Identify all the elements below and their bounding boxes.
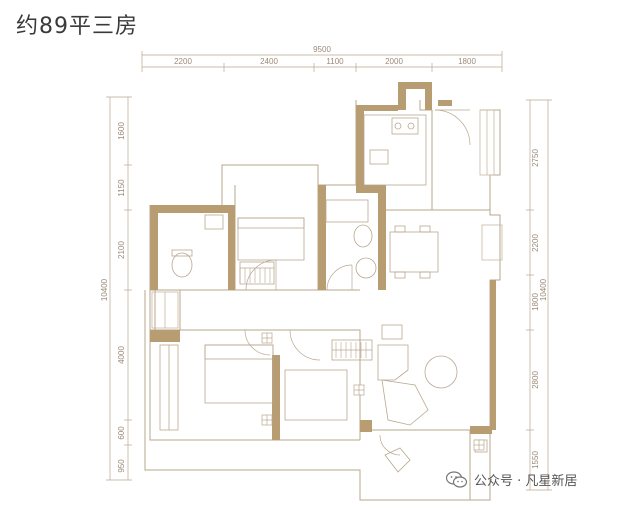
closets bbox=[239, 268, 367, 358]
right-dim-total: 10400 bbox=[539, 278, 548, 301]
left-dim-3: 2100 bbox=[117, 241, 126, 259]
left-dim-1: 1600 bbox=[117, 122, 126, 140]
top-dim-4: 2000 bbox=[385, 57, 403, 66]
thick-walls bbox=[150, 82, 496, 440]
top-dim-2: 2400 bbox=[260, 57, 278, 66]
right-dim-4: 2800 bbox=[531, 371, 540, 389]
right-dim-1: 2750 bbox=[531, 149, 540, 167]
right-dimension-lines bbox=[526, 99, 552, 491]
left-dim-2: 1150 bbox=[117, 179, 126, 197]
wechat-icon bbox=[446, 470, 468, 488]
doors bbox=[244, 109, 471, 456]
windows bbox=[151, 109, 503, 329]
plan-title: 约89平三房 bbox=[16, 14, 138, 39]
left-dim-6: 950 bbox=[117, 459, 126, 473]
watermark-text: 公众号 · 凡星新居 bbox=[474, 474, 578, 489]
left-dimension-lines bbox=[106, 96, 132, 481]
left-dim-5: 600 bbox=[117, 426, 126, 440]
top-dim-5: 1800 bbox=[458, 57, 476, 66]
furniture bbox=[159, 114, 488, 473]
outlet-symbols bbox=[261, 332, 485, 451]
left-dim-total: 10400 bbox=[100, 278, 109, 301]
watermark: 公众号 · 凡星新居 bbox=[446, 470, 577, 489]
right-dim-5: 1550 bbox=[531, 451, 540, 469]
top-dimension-lines bbox=[141, 51, 503, 72]
top-dim-1: 2200 bbox=[174, 57, 192, 66]
right-dim-3: 1800 bbox=[531, 293, 540, 311]
top-dim-3: 1100 bbox=[326, 57, 344, 66]
right-dim-2: 2200 bbox=[531, 234, 540, 252]
left-dim-4: 4000 bbox=[117, 346, 126, 364]
thin-walls bbox=[144, 100, 501, 501]
overall-width-label: 9500 bbox=[313, 45, 331, 54]
